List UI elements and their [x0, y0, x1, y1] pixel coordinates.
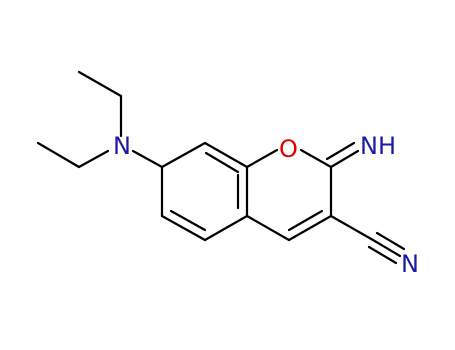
bond-ethyl2-ch2-n: [77, 149, 110, 169]
bond-ethyl1-ch3-ch2: [77, 70, 123, 98]
atom-amine-nitrogen: N: [113, 132, 131, 160]
bond-c5-c6: [160, 214, 207, 242]
bond-c5-c6-inner: [169, 209, 207, 232]
atom-imine-nh: NH: [360, 132, 396, 160]
bond-c3-cn: [329, 214, 375, 242]
bond-ethyl2-ch3-ch2: [36, 141, 81, 169]
bond-c4-c4a: [245, 214, 291, 242]
bond-c3-c4: [287, 214, 333, 242]
bond-nitrile-3: [367, 245, 398, 265]
bond-o1-c2: [299, 148, 333, 169]
bond-c4a-c5: [203, 214, 249, 242]
bond-c2-imine-1: [329, 149, 360, 169]
bond-c3-c4-inner: [287, 209, 324, 232]
atom-nitrile-nitrogen: N: [401, 250, 419, 278]
bond-c8a-o1: [245, 148, 279, 169]
bond-nitrile-1: [371, 238, 402, 258]
bond-c8-c8a: [203, 141, 249, 169]
atom-ring-oxygen: O: [279, 135, 298, 163]
bond-n-c7: [131, 149, 164, 169]
bond-c8-c8a-inner: [204, 151, 240, 174]
bond-c2-imine-2: [325, 141, 356, 161]
bond-nitrile-2: [375, 231, 406, 251]
bond-c7-c8: [160, 141, 207, 169]
